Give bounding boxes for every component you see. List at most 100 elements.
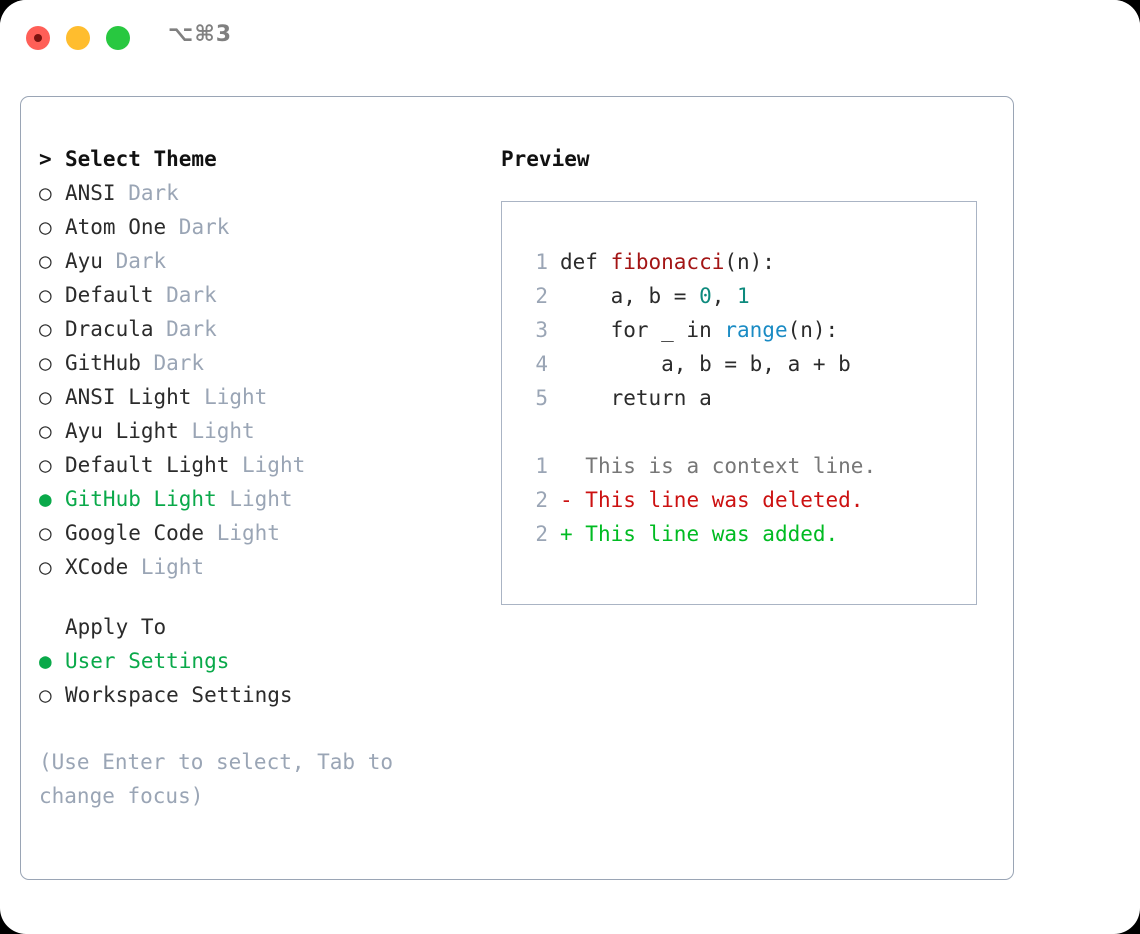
- code-content: a, b = b, a + b: [560, 352, 851, 376]
- diff-line: 2- This line was deleted.: [522, 488, 976, 522]
- theme-list-item[interactable]: ○Default Dark: [39, 283, 499, 317]
- code-token-num: 0: [699, 284, 712, 308]
- apply-to-option-label: User Settings: [65, 649, 230, 673]
- code-token-plain: for _ in: [560, 318, 725, 342]
- radio-unselected-icon[interactable]: ○: [39, 351, 52, 375]
- theme-list-item[interactable]: ○ Ayu Light Light: [39, 419, 499, 453]
- line-number: 1: [535, 250, 548, 274]
- theme-list-item[interactable]: ○Ayu Dark: [39, 249, 499, 283]
- theme-name-label: Ayu Light: [65, 419, 179, 443]
- theme-name-label: ANSI: [65, 181, 116, 205]
- code-token-plain: (n):: [787, 318, 839, 342]
- diff-line: 1 This is a context line.: [522, 454, 976, 488]
- code-line: 5 return a: [522, 386, 976, 420]
- code-content: def fibonacci(n):: [560, 250, 775, 274]
- theme-name-label: GitHub Light: [65, 487, 217, 511]
- theme-list-item[interactable]: ○ Dracula Dark: [39, 317, 499, 351]
- line-number: 2: [535, 522, 548, 546]
- radio-unselected-icon[interactable]: ○: [39, 215, 52, 239]
- radio-unselected-icon[interactable]: ○: [39, 521, 52, 545]
- keyboard-shortcut-label: ⌥⌘3: [168, 22, 233, 47]
- code-content: a, b = 0, 1: [560, 284, 750, 308]
- radio-unselected-icon[interactable]: ○: [39, 181, 52, 205]
- theme-variant-badge: Dark: [115, 181, 179, 205]
- radio-selected-icon[interactable]: ●: [39, 649, 52, 673]
- code-line: 1 def fibonacci(n):: [522, 250, 976, 284]
- theme-list-heading: > Select Theme: [39, 147, 499, 181]
- code-diff-separator: [522, 420, 976, 454]
- code-line: 4 a, b = b, a + b: [522, 352, 976, 386]
- code-line: 3 for _ in range(n):: [522, 318, 976, 352]
- preview-title: Preview: [501, 147, 590, 171]
- apply-to-spacer: [39, 615, 65, 639]
- title-bar: ⌥⌘3: [0, 0, 1140, 76]
- apply-to-option[interactable]: ● User Settings: [39, 649, 499, 683]
- close-button[interactable]: [26, 26, 50, 50]
- theme-selector-dialog: > Select Theme ○ANSI Dark○Atom One Dark○…: [20, 96, 1014, 880]
- radio-unselected-icon[interactable]: ○: [39, 419, 52, 443]
- diff-marker: -: [560, 488, 573, 512]
- theme-variant-badge: Dark: [166, 215, 230, 239]
- apply-to-heading: Apply To: [39, 615, 499, 649]
- radio-unselected-icon[interactable]: ○: [39, 249, 52, 273]
- theme-variant-badge: Light: [216, 487, 293, 511]
- apply-to-options: ● User Settings ○ Workspace Settings: [39, 649, 499, 717]
- code-token-plain: a, b = b, a + b: [560, 352, 851, 376]
- radio-selected-icon[interactable]: ●: [39, 487, 52, 511]
- radio-unselected-icon[interactable]: ○: [39, 683, 52, 707]
- theme-variant-badge: Light: [229, 453, 306, 477]
- zoom-button[interactable]: [106, 26, 130, 50]
- minimize-button[interactable]: [66, 26, 90, 50]
- theme-list-item[interactable]: ○ ANSI Dark: [39, 181, 499, 215]
- code-token-plain: ,: [711, 284, 738, 308]
- line-number: 5: [535, 386, 548, 410]
- radio-unselected-icon[interactable]: ○: [39, 453, 52, 477]
- code-content: return a: [560, 386, 712, 410]
- radio-unselected-icon[interactable]: ○: [39, 385, 52, 409]
- radio-unselected-icon[interactable]: ○: [39, 555, 52, 579]
- theme-list-item[interactable]: ○Google Code Light: [39, 521, 499, 555]
- theme-variant-badge: Light: [191, 385, 268, 409]
- code-token-plain: a, b =: [560, 284, 700, 308]
- theme-variant-badge: Dark: [102, 249, 167, 273]
- radio-unselected-icon[interactable]: ○: [39, 317, 52, 341]
- code-token-num: 1: [737, 284, 750, 308]
- keyboard-hint-text: (Use Enter to select, Tab to change focu…: [39, 750, 394, 808]
- code-token-plain: def: [560, 250, 611, 274]
- theme-list-item[interactable]: ○ANSI Light Light: [39, 385, 499, 419]
- theme-name-label: Dracula: [65, 317, 154, 341]
- diff-text: This line was added.: [572, 522, 839, 546]
- apply-to-option[interactable]: ○ Workspace Settings: [39, 683, 499, 717]
- code-token-fn: fibonacci: [610, 250, 725, 274]
- diff-text: This is a context line.: [572, 454, 877, 478]
- theme-variant-badge: Light: [178, 419, 255, 443]
- theme-list-item[interactable]: ● GitHub Light Light: [39, 487, 499, 521]
- theme-variant-badge: Dark: [153, 317, 217, 341]
- theme-list-item[interactable]: ○ Atom One Dark: [39, 215, 499, 249]
- theme-variant-badge: Dark: [140, 351, 205, 375]
- radio-unselected-icon[interactable]: ○: [39, 283, 52, 307]
- theme-list-item[interactable]: ○XCode Light: [39, 555, 499, 589]
- code-line: 2 a, b = 0, 1: [522, 284, 976, 318]
- diff-sample: 1 This is a context line.2- This line wa…: [522, 454, 976, 556]
- diff-text: This line was deleted.: [572, 488, 864, 512]
- code-token-plain: return a: [560, 386, 712, 410]
- apply-to-option-label: Workspace Settings: [65, 683, 293, 707]
- theme-variant-badge: Light: [128, 555, 205, 579]
- diff-marker: [560, 454, 573, 478]
- apply-to-heading-label: Apply To: [65, 615, 167, 639]
- theme-list-item[interactable]: ○ GitHub Dark: [39, 351, 499, 385]
- line-number: 4: [535, 352, 548, 376]
- diff-marker: +: [560, 522, 573, 546]
- theme-variant-badge: Light: [204, 521, 280, 545]
- theme-name-label: GitHub: [65, 351, 141, 375]
- theme-list-column: > Select Theme ○ANSI Dark○Atom One Dark○…: [39, 147, 499, 813]
- line-number: 1: [535, 454, 548, 478]
- theme-name-label: Atom One: [65, 215, 167, 239]
- line-number: 3: [535, 318, 548, 342]
- theme-name-label: Default Light: [65, 453, 230, 477]
- theme-list-item[interactable]: ○ Default Light Light: [39, 453, 499, 487]
